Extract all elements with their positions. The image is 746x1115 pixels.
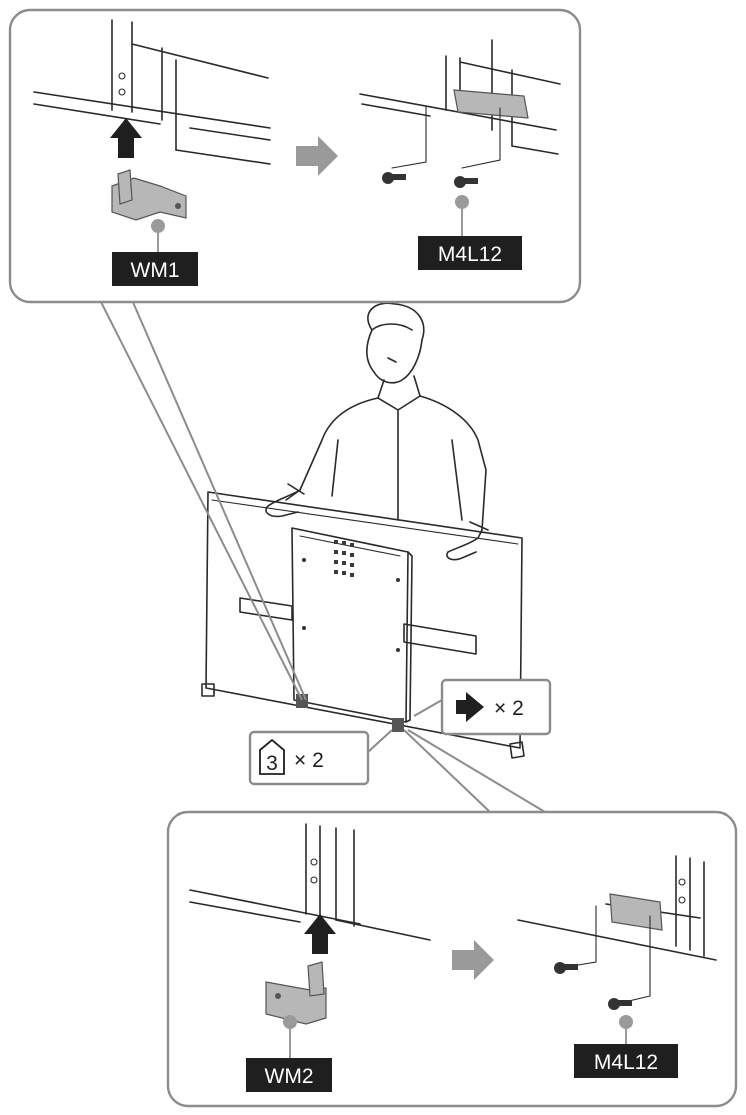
- wm2-label-text: WM2: [265, 1065, 314, 1088]
- m4l12-bottom-label-text: M4L12: [594, 1051, 658, 1074]
- right-arrow-icon: [452, 940, 494, 980]
- part-number-icon: [259, 738, 285, 775]
- screw-icon: [382, 172, 406, 184]
- wm1-label-text: WM1: [131, 259, 180, 282]
- screw-icon: [608, 998, 632, 1010]
- screw-count-text: × 2: [494, 697, 524, 720]
- display-panel: [201, 491, 525, 759]
- screw-icon: [454, 176, 478, 188]
- leader-lines: [99, 299, 546, 813]
- part-number-text: 3: [266, 752, 278, 775]
- screw-count-callout: × 2: [413, 678, 552, 736]
- bottom-detail-panel: WM2 M4L12: [166, 810, 738, 1108]
- screw-icon: [456, 692, 484, 722]
- part-count-text: × 2: [294, 749, 324, 772]
- part-count-callout: 3 × 2: [248, 729, 393, 786]
- right-arrow-icon: [296, 136, 338, 176]
- up-arrow-icon: [304, 914, 336, 954]
- person-holding-display: [265, 302, 489, 561]
- up-arrow-icon: [110, 118, 142, 158]
- m4l12-bottom-label: M4L12: [574, 1044, 678, 1078]
- wm1-label: WM1: [112, 252, 198, 286]
- wm2-label: WM2: [246, 1058, 332, 1092]
- m4l12-top-label: M4L12: [418, 236, 522, 270]
- screw-icon: [554, 962, 578, 974]
- m4l12-top-label-text: M4L12: [438, 243, 502, 266]
- top-detail-panel: WM1 M4L12: [8, 8, 582, 304]
